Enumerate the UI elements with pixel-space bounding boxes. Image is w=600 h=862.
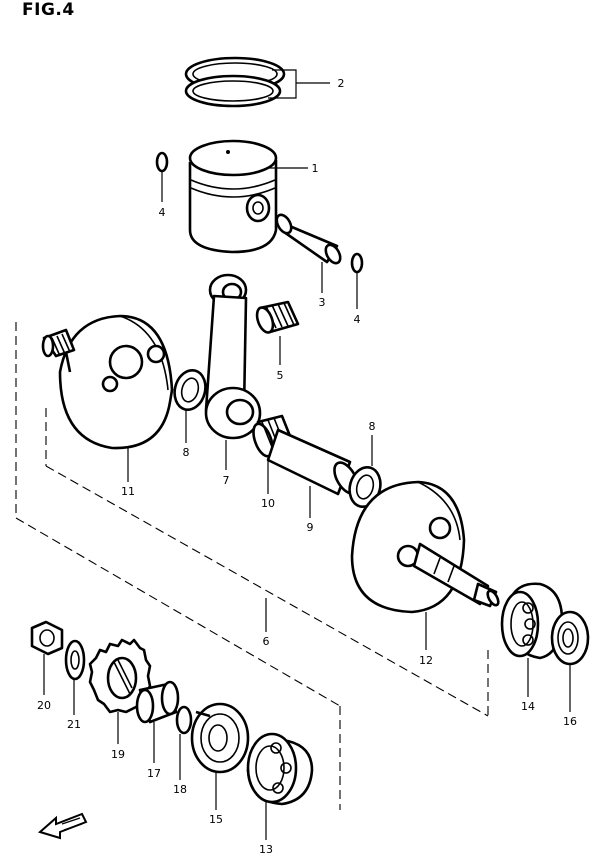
callout-7: 7 (223, 474, 230, 487)
spacer-sleeve (135, 680, 180, 724)
piston-pin (275, 213, 342, 265)
thrust-washer-left (173, 368, 207, 412)
callout-17: 17 (147, 767, 161, 780)
callout-4-left: 4 (159, 206, 166, 219)
figure-title: FIG.4 (22, 0, 75, 20)
callout-8-left: 8 (183, 446, 190, 459)
callout-13: 13 (259, 843, 273, 856)
thrust-washer-right (348, 465, 382, 509)
callout-19: 19 (111, 748, 125, 761)
main-bearing-right (500, 582, 564, 660)
callout-21: 21 (67, 718, 81, 731)
assembly-boundary (15, 322, 489, 810)
crankshaft-half-right (350, 480, 500, 614)
piston (188, 139, 278, 254)
nut (30, 620, 64, 656)
direction-arrow-icon (37, 812, 88, 840)
callout-1: 1 (312, 162, 319, 175)
washer (64, 639, 86, 681)
callout-16: 16 (563, 715, 577, 728)
crank-pin (266, 428, 359, 496)
callout-10: 10 (261, 497, 275, 510)
callout-18: 18 (173, 783, 187, 796)
callout-5: 5 (277, 369, 284, 382)
callout-20: 20 (37, 699, 51, 712)
crankshaft-half-left (41, 314, 174, 450)
circlip-right (350, 252, 364, 274)
oil-seal-right (550, 610, 590, 666)
o-ring (175, 705, 193, 735)
primary-drive-gear (88, 638, 152, 714)
callout-14: 14 (521, 700, 535, 713)
callout-6: 6 (263, 635, 270, 648)
oil-seal-left (190, 702, 250, 774)
callout-8-right: 8 (369, 420, 376, 433)
piston-rings (184, 56, 286, 108)
circlip-left (155, 151, 169, 173)
small-end-needle-bearing (255, 300, 300, 334)
main-bearing-left (246, 732, 314, 806)
callout-11: 11 (121, 485, 135, 498)
callout-12: 12 (419, 654, 433, 667)
callout-9: 9 (307, 521, 314, 534)
callout-4-right: 4 (354, 313, 361, 326)
callout-2: 2 (338, 77, 345, 90)
callout-3: 3 (319, 296, 326, 309)
callout-15: 15 (209, 813, 223, 826)
connecting-rod (204, 273, 262, 440)
